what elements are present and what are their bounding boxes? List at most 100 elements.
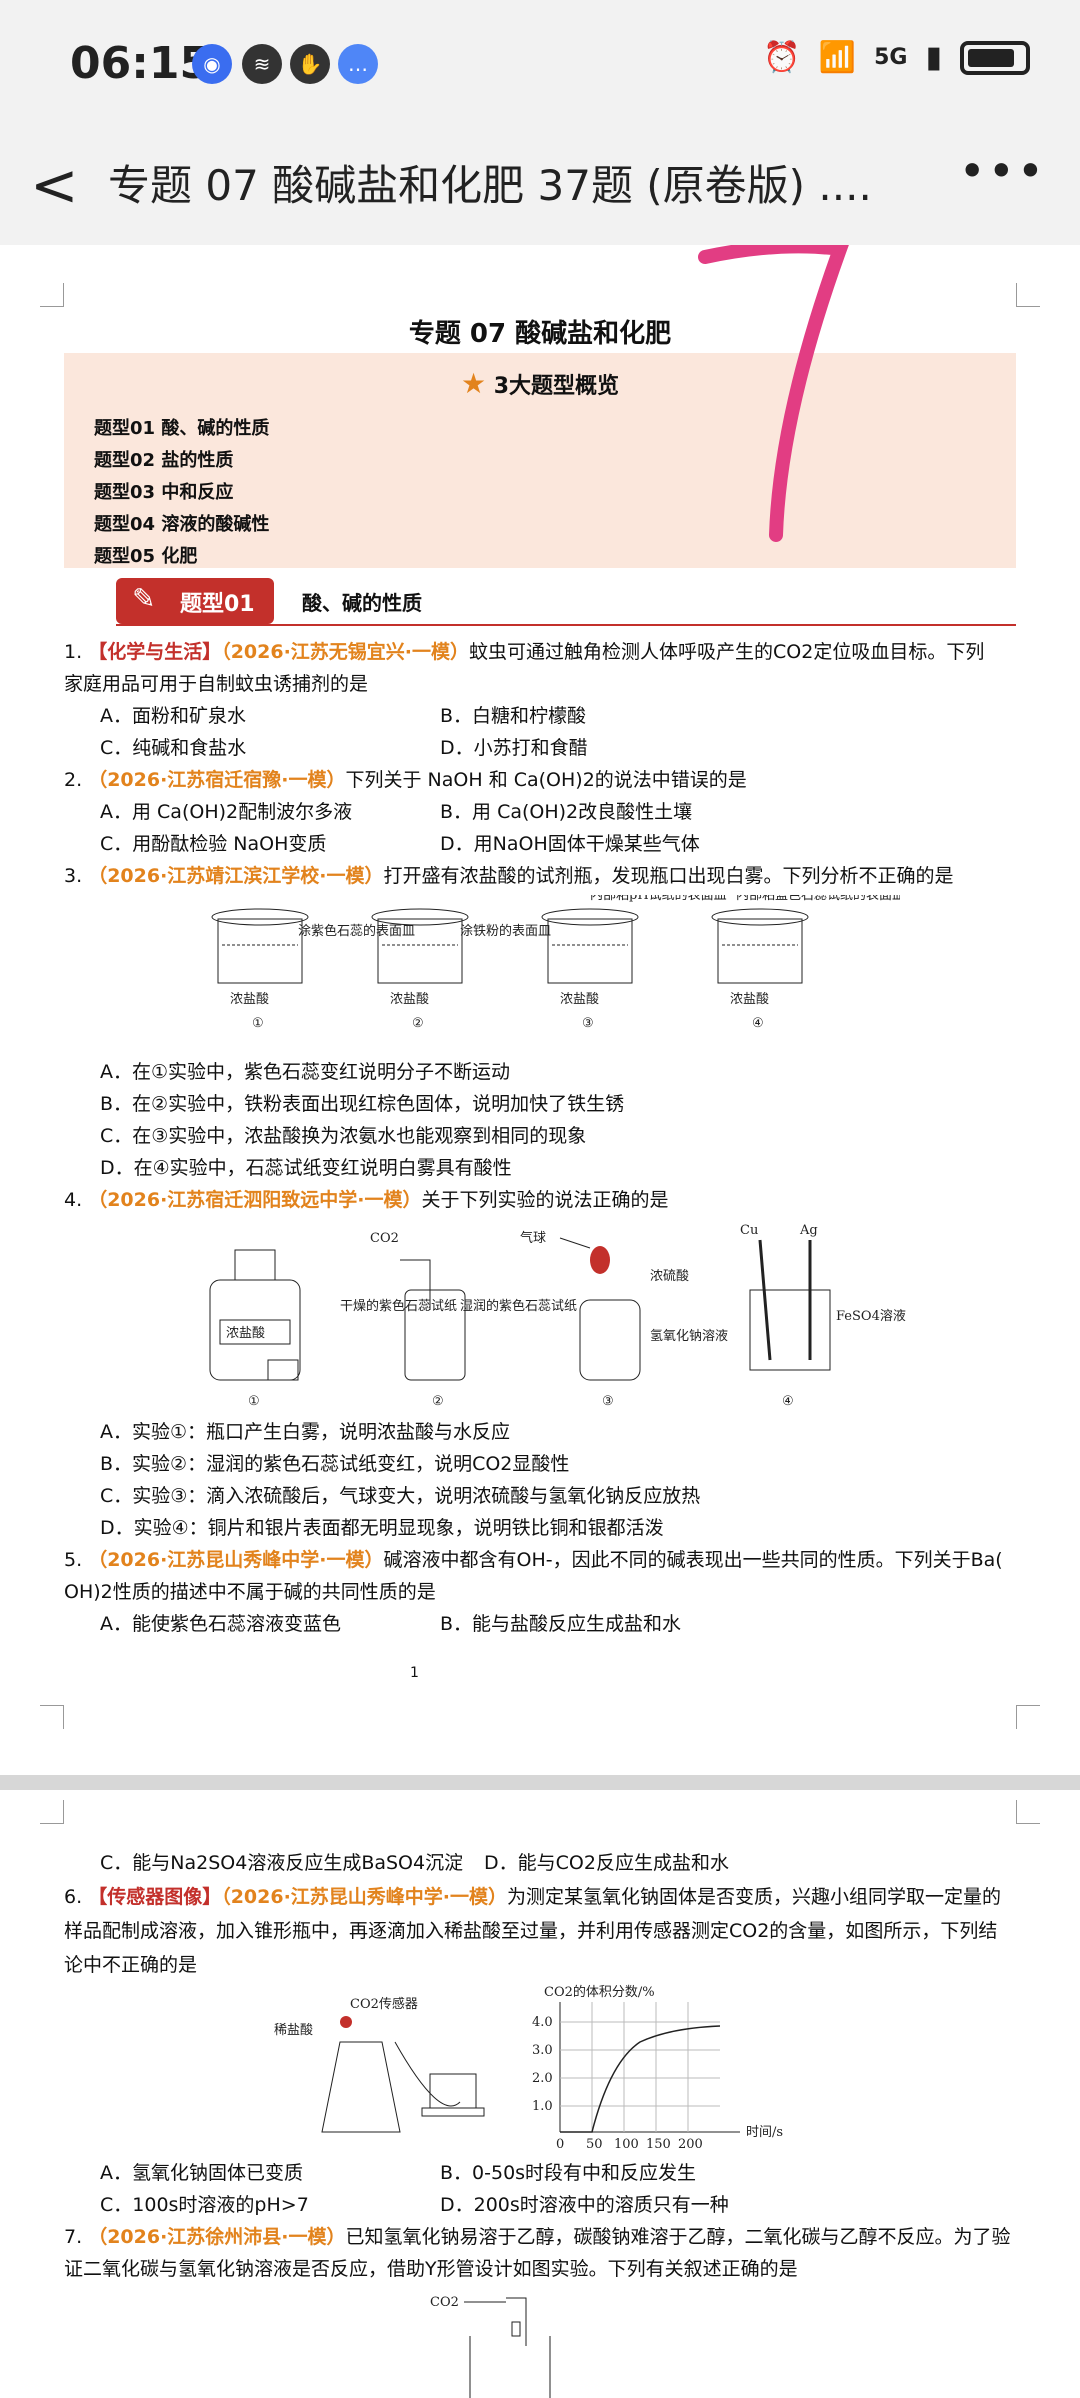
more-options-button[interactable]: ••• [958, 144, 1046, 198]
q3-option-c: C．在③实验中，浓盐酸换为浓氨水也能观察到相同的现象 [100, 1125, 587, 1147]
page-corner-mark [1016, 1705, 1040, 1729]
q6-apparatus: 稀盐酸 CO2传感器 [274, 1996, 485, 2133]
question-7: 7. （2026·江苏徐州沛县·一模）已知氢氧化钠易溶于乙醇，碳酸钠难溶于乙醇，… [64, 2226, 1011, 2248]
q2-option-c: C．用酚酞检验 NaOH变质 [100, 833, 327, 855]
q5-option-b: B．能与盐酸反应生成盐和水 [440, 1613, 682, 1635]
status-time: 06:15 [70, 38, 211, 89]
q3-label-1: 涂紫色石蕊的表面皿 [298, 923, 415, 939]
document-title: 专题 07 酸碱盐和化肥 37题 (原卷版) .... [108, 161, 872, 210]
q4-option-a: A．实验①：瓶口产生白雾，说明浓盐酸与水反应 [100, 1421, 511, 1443]
q7-figure: CO2 [430, 2295, 551, 2398]
q6-option-b: B．0-50s时段有中和反应发生 [440, 2162, 697, 2184]
question-1: 1. 【化学与生活】（2026·江苏无锡宜兴·一模）蚊虫可通过触角检测人体呼吸产… [64, 641, 985, 663]
overview-box: ★ 3大题型概览 题型01 酸、碱的性质 题型02 盐的性质 题型03 中和反应… [64, 353, 1016, 568]
q3-num-4: ④ [752, 1016, 764, 1031]
q1-option-d: D．小苏打和食醋 [440, 737, 588, 759]
q6-option-a: A．氢氧化钠固体已变质 [100, 2162, 303, 2184]
q3-num-3: ③ [582, 1016, 594, 1031]
q6-chart: CO2的体积分数/% 4.0 3.0 2.0 1.0 0 50 100 1 [532, 1984, 783, 2152]
overview-title: ★ 3大题型概览 [460, 367, 620, 400]
section-name: 酸、碱的性质 [302, 591, 422, 615]
q3-beaker-3: 内部粘pH试纸的表面皿 浓盐酸 ③ [541, 895, 727, 1031]
q6-xtick: 100 [614, 2137, 639, 2152]
hand-notification-icon: ✋ [290, 44, 330, 84]
q6-x-axis-label: 时间/s [746, 2125, 783, 2140]
q4-option-c: C．实验③：滴入浓硫酸后，气球变大，说明浓硫酸与氢氧化钠反应放热 [100, 1485, 701, 1507]
signal-bars-icon: ▮ [925, 40, 942, 75]
page-number: 1 [410, 1665, 419, 1681]
q3-num-1: ① [252, 1016, 264, 1031]
q4-label-feso4: FeSO4溶液 [836, 1309, 906, 1324]
q3-beaker-1: 涂紫色石蕊的表面皿 浓盐酸 ① [211, 908, 415, 1031]
overview-item: 题型04 溶液的酸碱性 [94, 514, 270, 535]
q6-ytick: 3.0 [532, 2043, 553, 2058]
q6-y-axis-label: CO2的体积分数/% [544, 1984, 655, 2000]
question-4: 4. （2026·江苏宿迁泗阳致远中学·一模）关于下列实验的说法正确的是 [64, 1189, 669, 1211]
q4-num-1: ① [248, 1394, 260, 1409]
q5-option-c: C．能与Na2SO4溶液反应生成BaSO4沉淀 [100, 1852, 464, 1874]
page-corner-mark [40, 1800, 64, 1824]
overview-item: 题型05 化肥 [94, 546, 198, 567]
q4-num-3: ③ [602, 1394, 614, 1409]
q4-num-2: ② [432, 1394, 444, 1409]
q1-option-a: A．面粉和矿泉水 [100, 705, 246, 727]
q6-xtick: 50 [586, 2137, 603, 2152]
overview-item: 题型03 中和反应 [94, 482, 234, 503]
q6-ytick: 2.0 [532, 2071, 553, 2086]
q6-xtick: 150 [646, 2137, 671, 2152]
section-divider [116, 624, 1016, 626]
q4-figure: 浓盐酸 ① CO2 干燥的紫色石蕊试纸 湿润的紫色石蕊试纸 ② 气球 浓硫酸 氢… [209, 1223, 906, 1409]
status-bar: 06:15 ◉ ≋ ✋ … ⏰ 📶 5G ▮ [0, 0, 1080, 130]
q3-bottle-label: 浓盐酸 [730, 992, 769, 1007]
question-5: 5. （2026·江苏昆山秀峰中学·一模）碱溶液中都含有OH-，因此不同的碱表现… [64, 1549, 1003, 1571]
overview-list: 题型01 酸、碱的性质 题型02 盐的性质 题型03 中和反应 题型04 溶液的… [94, 413, 269, 573]
q3-label-2: 涂铁粉的表面皿 [460, 923, 551, 939]
q3-option-a: A．在①实验中，紫色石蕊变红说明分子不断运动 [100, 1061, 511, 1083]
overview-item: 题型01 酸、碱的性质 [94, 418, 270, 439]
question-1-cont: 家庭用品可用于自制蚊虫诱捕剂的是 [64, 673, 369, 695]
q2-option-d: D．用NaOH固体干燥某些气体 [440, 833, 700, 855]
q1-option-c: C．纯碱和食盐水 [100, 737, 247, 759]
q4-label-co2: CO2 [370, 1231, 399, 1246]
alarm-icon: ⏰ [763, 40, 801, 75]
q6-label-sensor: CO2传感器 [350, 1996, 418, 2012]
title-bar: < 专题 07 酸碱盐和化肥 37题 (原卷版) .... ••• [0, 130, 1080, 245]
back-button[interactable]: < [30, 151, 79, 219]
star-icon: ★ [460, 367, 487, 400]
q6-option-c: C．100s时溶液的pH>7 [100, 2194, 309, 2216]
question-6: 6. 【传感器图像】（2026·江苏昆山秀峰中学·一模）为测定某氢氧化钠固体是否… [64, 1886, 1002, 1908]
q3-bottle-label: 浓盐酸 [560, 992, 599, 1007]
q4-option-b: B．实验②：湿润的紫色石蕊试纸变红，说明CO2显酸性 [100, 1453, 570, 1475]
q4-num-4: ④ [782, 1394, 794, 1409]
q5-option-a: A．能使紫色石蕊溶液变蓝色 [100, 1613, 341, 1635]
q3-label-3: 内部粘pH试纸的表面皿 [590, 895, 727, 903]
q1-option-b: B．白糖和柠檬酸 [440, 705, 587, 727]
question-6-cont2: 论中不正确的是 [64, 1954, 198, 1976]
document-page-1[interactable]: 专题 07 酸碱盐和化肥 ★ 3大题型概览 题型01 酸、碱的性质 题型02 盐… [0, 245, 1080, 1775]
document-page-2[interactable]: C．能与Na2SO4溶液反应生成BaSO4沉淀 D．能与CO2反应生成盐和水 6… [0, 1790, 1080, 2398]
q3-figure: 涂紫色石蕊的表面皿 浓盐酸 ① 涂铁粉的表面皿 浓盐酸 ② 内部粘pH试纸的表面… [211, 895, 900, 1031]
battery-icon [960, 40, 1030, 75]
q4-label-hcl: 浓盐酸 [226, 1326, 265, 1341]
section-tab: ✎ 题型01 [116, 578, 274, 624]
chat-notification-icon: … [338, 44, 378, 84]
q3-beaker-2: 涂铁粉的表面皿 浓盐酸 ② [371, 908, 551, 1031]
q7-label-co2: CO2 [430, 2295, 459, 2310]
q6-figure: 稀盐酸 CO2传感器 CO2的体积分数/% [274, 1984, 783, 2152]
q6-option-d: D．200s时溶液中的溶质只有一种 [440, 2194, 729, 2216]
question-2: 2. （2026·江苏宿迁宿豫·一模）下列关于 NaOH 和 Ca(OH)2的说… [64, 769, 747, 791]
q4-apparatus-4: Cu Ag FeSO4溶液 ④ [740, 1223, 906, 1409]
q3-beaker-4: 内部粘蓝色石蕊试纸的表面皿 浓盐酸 ④ [711, 895, 900, 1031]
signal-label: 5G [874, 45, 908, 70]
q3-label-4: 内部粘蓝色石蕊试纸的表面皿 [736, 895, 900, 903]
q4-label-balloon: 气球 [520, 1230, 546, 1246]
q4-apparatus-3: 气球 浓硫酸 氢氧化钠溶液 ③ [520, 1230, 728, 1409]
q3-num-2: ② [412, 1016, 424, 1031]
page-corner-mark [1016, 1800, 1040, 1824]
wifi-icon: 📶 [818, 40, 857, 75]
q4-label-h2so4: 浓硫酸 [650, 1269, 689, 1284]
page-corner-mark [40, 1705, 64, 1729]
question-3: 3. （2026·江苏靖江滨江学校·一模）打开盛有浓盐酸的试剂瓶，发现瓶口出现白… [64, 865, 954, 887]
q4-label-naoh: 氢氧化钠溶液 [650, 1329, 728, 1344]
question-7-cont: 证二氧化碳与氢氧化钠溶液是否反应，借助Y形管设计如图实验。下列有关叙述正确的是 [64, 2258, 798, 2280]
